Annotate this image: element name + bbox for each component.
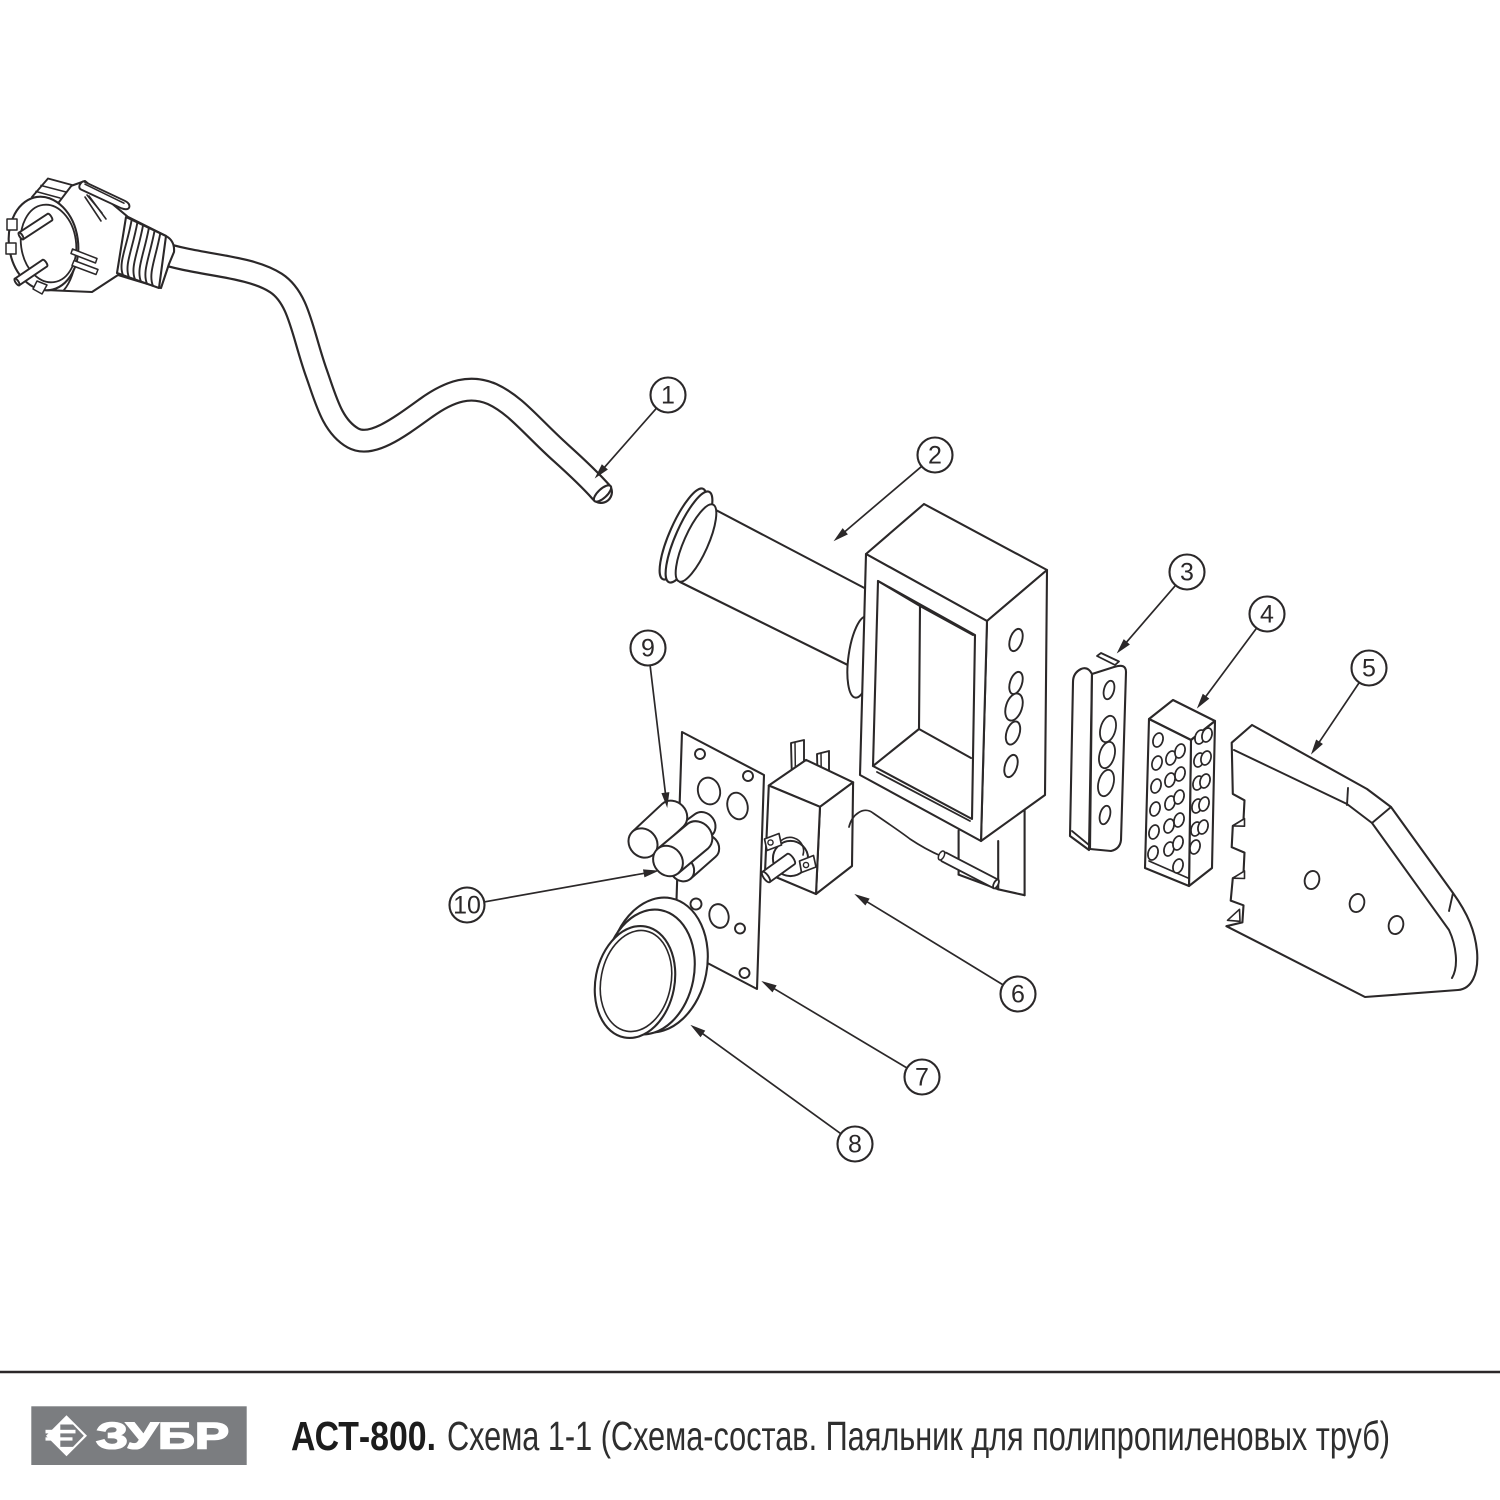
svg-text:9: 9 (641, 635, 655, 663)
svg-text:5: 5 (1362, 655, 1376, 683)
svg-text:10: 10 (453, 892, 481, 920)
svg-text:8: 8 (848, 1131, 862, 1159)
svg-text:1: 1 (661, 382, 675, 410)
svg-text:ЗУБР: ЗУБР (96, 1416, 229, 1457)
svg-text:3: 3 (1180, 559, 1194, 587)
svg-text:2: 2 (928, 442, 942, 470)
svg-text:АСТ-800.: АСТ-800. (291, 1413, 436, 1459)
svg-text:6: 6 (1011, 981, 1025, 1009)
svg-text:4: 4 (1260, 601, 1274, 629)
svg-text:7: 7 (915, 1064, 929, 1092)
svg-text:Схема 1-1 (Схема-состав. Паяль: Схема 1-1 (Схема-состав. Паяльник для по… (447, 1413, 1390, 1459)
